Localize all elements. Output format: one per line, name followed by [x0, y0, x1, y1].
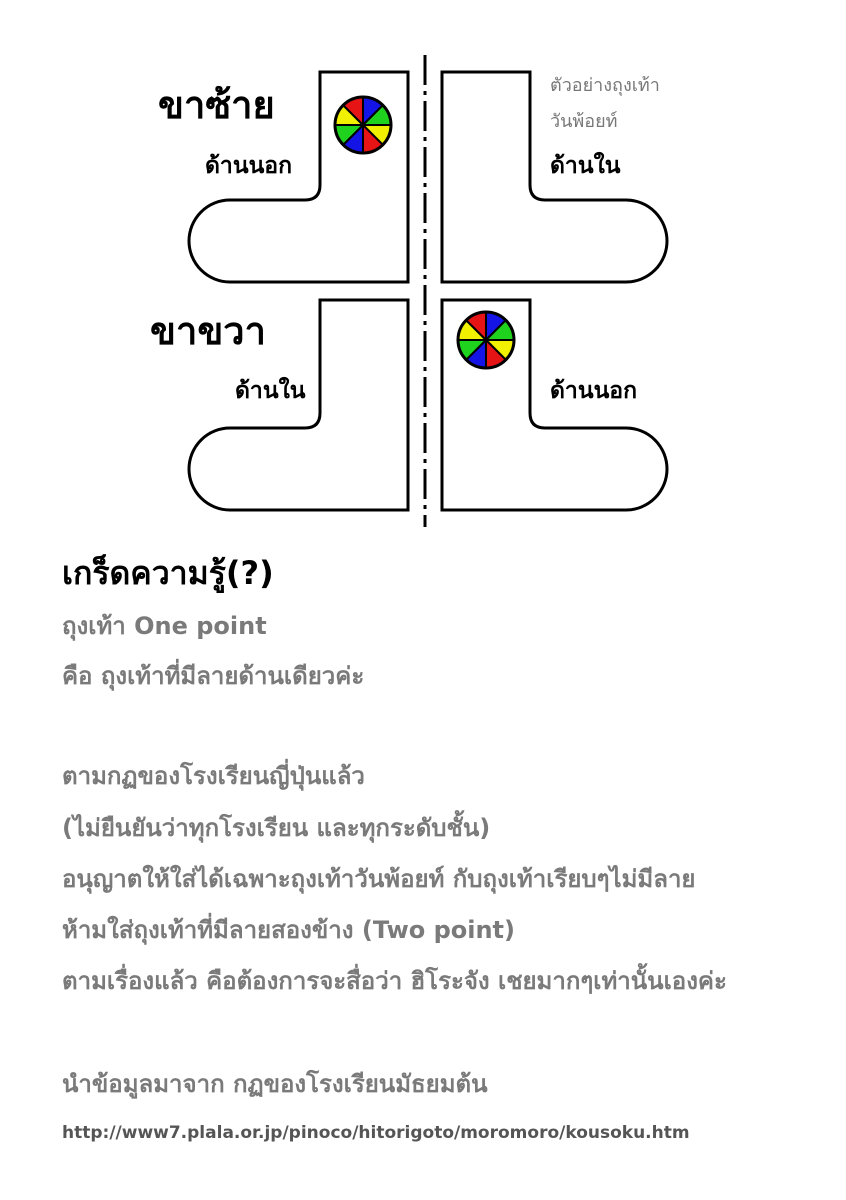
one-point-wheel-icon	[333, 95, 393, 155]
wheel-outline	[456, 310, 516, 370]
sock-diagram	[187, 55, 669, 527]
article-line: คือ ถุงเท้าที่มีลายด้านเดียวค่ะ	[62, 662, 365, 690]
example-caption-2: วันพ้อยท์	[550, 111, 618, 132]
wheel-outline	[333, 95, 393, 155]
article-heading: เกร็ดความรู้(?)	[62, 554, 274, 592]
label-inner: ด้านใน	[235, 378, 306, 404]
article-line: อนุญาตให้ใส่ได้เฉพาะถุงเท้าวันพ้อยท์ กับ…	[62, 865, 696, 893]
one-point-wheel-icon	[456, 310, 516, 370]
left-leg-title: ขาซ้าย	[158, 83, 275, 127]
source-note: นำข้อมูลมาจาก กฏของโรงเรียนมัธยมต้น	[62, 1070, 488, 1098]
article-line: (ไม่ยืนยันว่าทุกโรงเรียน และทุกระดับชั้น…	[62, 814, 491, 842]
article-line: ตามกฏของโรงเรียนญี่ปุ่นแล้ว	[62, 762, 365, 790]
article-line: ห้ามใส่ถุงเท้าที่มีลายสองข้าง (Two point…	[62, 916, 515, 944]
label-outer: ด้านนอก	[205, 153, 293, 179]
example-caption-1: ตัวอย่างถุงเท้า	[550, 75, 660, 96]
article-line: ถุงเท้า One point	[62, 612, 267, 640]
source-url-link[interactable]: http://www7.plala.or.jp/pinoco/hitorigot…	[62, 1123, 690, 1143]
label-outer: ด้านนอก	[550, 378, 638, 404]
label-inner: ด้านใน	[550, 153, 621, 179]
left-sock-bottom	[187, 298, 410, 512]
right-sock-top	[440, 70, 669, 284]
right-leg-title: ขาขวา	[150, 309, 266, 353]
article-line: ตามเรื่องแล้ว คือต้องการจะสื่อว่า ฮิโระจ…	[62, 967, 727, 995]
